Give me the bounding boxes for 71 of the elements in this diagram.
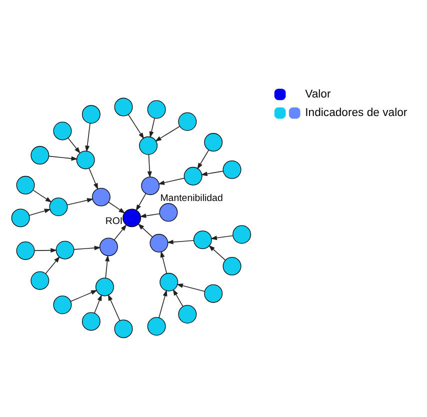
arrow — [210, 234, 234, 240]
node-label: ROI — [105, 216, 123, 227]
arrow — [108, 201, 126, 213]
node-circle — [193, 230, 212, 249]
node-circle — [56, 240, 74, 259]
node-circle — [30, 270, 50, 290]
node-circle — [76, 150, 95, 169]
arrow — [105, 254, 110, 278]
node-circle — [122, 208, 142, 227]
node-circle — [232, 224, 252, 244]
node-circle — [139, 136, 158, 154]
node-circle — [178, 304, 197, 323]
arrow — [70, 290, 98, 302]
arrow — [68, 137, 80, 154]
arrow — [154, 126, 180, 142]
node-circle — [204, 284, 223, 302]
node-circle — [53, 295, 72, 314]
arrow — [149, 117, 155, 138]
node-circle — [184, 166, 202, 185]
arrow — [32, 189, 52, 202]
arrow — [108, 294, 120, 320]
arrow — [85, 122, 90, 152]
arrow — [140, 212, 160, 218]
arrow — [200, 170, 224, 176]
node-circle — [99, 237, 118, 256]
node-label: Mantenibilidad — [160, 192, 223, 204]
arrow — [128, 114, 144, 139]
node-circle — [114, 319, 133, 338]
arrow — [48, 155, 78, 160]
node-circle — [178, 112, 197, 130]
node-circle — [204, 132, 223, 152]
node-circle — [95, 277, 114, 296]
node-circle — [92, 187, 110, 206]
node-circle — [222, 256, 242, 275]
node-circle — [114, 97, 133, 116]
node-circle — [160, 272, 178, 291]
node-circle — [147, 316, 166, 336]
arrow — [28, 208, 51, 216]
node-circle — [30, 146, 50, 164]
arrow — [176, 283, 205, 292]
arrow — [88, 167, 98, 190]
node-circle — [82, 104, 100, 124]
arrow — [34, 248, 58, 252]
arrow — [160, 250, 168, 274]
node-circle — [16, 175, 35, 194]
node-circle — [147, 100, 166, 118]
node-circle — [82, 312, 100, 330]
node-circle — [11, 208, 30, 227]
arrow — [166, 239, 194, 244]
arrow — [66, 198, 94, 205]
node-circle — [53, 121, 72, 140]
arrow — [45, 256, 60, 274]
node-circle — [141, 176, 160, 195]
arrow — [74, 245, 101, 250]
arrow — [158, 177, 185, 184]
node-circle — [159, 202, 178, 222]
legend-label: Valor — [305, 88, 331, 100]
node-circle — [16, 241, 35, 260]
arrow — [197, 149, 210, 169]
arrow — [114, 224, 127, 240]
arrow — [147, 154, 152, 178]
arrow — [208, 244, 226, 260]
arrow — [94, 294, 102, 314]
arrow — [136, 192, 146, 211]
node-circle — [150, 233, 168, 252]
node-circle — [49, 197, 68, 216]
arrow — [138, 223, 153, 237]
arrow — [158, 289, 168, 318]
arrow — [172, 288, 184, 306]
legend-label: Indicadores de valor — [305, 106, 408, 119]
node-circle — [222, 160, 242, 178]
